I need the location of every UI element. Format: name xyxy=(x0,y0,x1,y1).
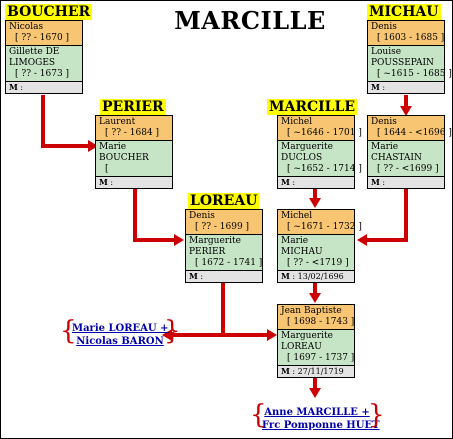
family-label-boucher: BOUCHER xyxy=(5,4,93,20)
page-title: MARCILLE xyxy=(174,6,326,35)
brace-open-bottom: { xyxy=(250,400,267,430)
wife-box: Marie MICHAU [ ?? - <1719 ] xyxy=(278,234,354,270)
family-label-perier: PERIER xyxy=(100,99,166,115)
wife-dates: [ ?? - <1699 ] xyxy=(377,164,439,174)
wife-dates: [ ~1652 - 1714 ] xyxy=(287,164,362,174)
arrow-main-top xyxy=(309,293,321,303)
husband-box: Michel [ ~1671 - 1732 ] xyxy=(278,210,362,234)
wife-name: Marguerite LOREAU xyxy=(281,331,333,352)
arrow-perier xyxy=(88,140,98,152)
wife-dates: [ ~1615 - 1685 ] xyxy=(377,69,452,79)
family-card-marcille-gp[interactable]: Michel [ ~1646 - 1701 ] Marguerite DUCLO… xyxy=(277,115,362,189)
brace-open-left: { xyxy=(60,316,77,346)
husband-dates: [ 1698 - 1743 ] xyxy=(287,317,355,327)
marriage-box: M : xyxy=(186,270,262,282)
marriage-box: M : xyxy=(96,176,172,188)
husband-name: Denis xyxy=(371,117,397,127)
wife-box: Gillette DE LIMOGES [ ?? - 1673 ] xyxy=(6,45,82,81)
husband-name: Michel xyxy=(281,117,313,127)
wife-name: Marguerite PERIER xyxy=(189,236,241,257)
husband-dates: [ ?? - 1699 ] xyxy=(195,222,250,232)
link-perier-loreau xyxy=(133,188,176,242)
family-card-marcille-p[interactable]: Michel [ ~1671 - 1732 ] Marie MICHAU [ ?… xyxy=(277,209,362,283)
husband-dates: [ ?? - 1684 ] xyxy=(105,128,160,138)
husband-box: Michel [ ~1646 - 1701 ] xyxy=(278,116,362,140)
arrow-main-bottom xyxy=(309,388,321,398)
wife-name: Louise POUSSEPAIN xyxy=(371,47,434,68)
arrow-loreau xyxy=(174,234,184,246)
wife-name: Gillette DE LIMOGES xyxy=(9,47,60,68)
husband-box: Denis [ 1644 - <1696 ] xyxy=(368,116,452,140)
wife-box: Marguerite PERIER [ 1672 - 1741 ] xyxy=(186,234,262,270)
wife-dates: [ 1697 - 1737 ] xyxy=(287,353,355,363)
husband-dates: [ ~1671 - 1732 ] xyxy=(287,222,362,232)
husband-name: Laurent xyxy=(99,117,136,127)
marriage-box: M : xyxy=(368,81,444,93)
link-michau2-marcillep xyxy=(365,188,408,242)
husband-box: Jean Baptiste [ 1698 - 1743 ] xyxy=(278,305,354,329)
husband-dates: [ 1603 - 1685 ] xyxy=(377,33,445,43)
wife-name: Marguerite DUCLOS xyxy=(281,142,333,163)
family-label-michau: MICHAU xyxy=(367,4,441,20)
wife-name: Marie CHASTAIN xyxy=(371,142,422,163)
offspring-link-bottom[interactable]: Anne MARCILLE + Frc Pomponne HUET xyxy=(262,406,380,432)
arrow-michau2 xyxy=(400,106,412,116)
wife-dates: [ ?? - 1673 ] xyxy=(15,69,70,79)
husband-dates: [ 1644 - <1696 ] xyxy=(377,128,452,138)
husband-name: Jean Baptiste xyxy=(281,306,342,316)
marriage-box: M : xyxy=(6,81,82,93)
husband-dates: [ ?? - 1670 ] xyxy=(15,33,70,43)
husband-name: Michel xyxy=(281,211,313,221)
family-label-marcille: MARCILLE xyxy=(267,99,358,115)
family-label-loreau: LOREAU xyxy=(188,193,260,209)
family-card-loreau[interactable]: Denis [ ?? - 1699 ] Marguerite PERIER [ … xyxy=(185,209,263,283)
arrow-main-right xyxy=(267,329,277,341)
offspring-line1: Anne MARCILLE + xyxy=(264,407,370,418)
brace-close-left: } xyxy=(164,316,181,346)
husband-name: Denis xyxy=(371,22,397,32)
wife-box: Marguerite LOREAU [ 1697 - 1737 ] xyxy=(278,329,354,365)
family-card-michau2[interactable]: Denis [ 1644 - <1696 ] Marie CHASTAIN [ … xyxy=(367,115,452,189)
marriage-box: M : 27/11/1719 xyxy=(278,365,354,377)
offspring-link-left[interactable]: Marie LOREAU + Nicolas BARON xyxy=(72,322,168,348)
family-card-perier[interactable]: Laurent [ ?? - 1684 ] Marie BOUCHER [ M … xyxy=(95,115,173,189)
family-card-michau[interactable]: Denis [ 1603 - 1685 ] Louise POUSSEPAIN … xyxy=(367,20,452,94)
family-card-boucher[interactable]: Nicolas [ ?? - 1670 ] Gillette DE LIMOGE… xyxy=(5,20,83,94)
marriage-box: M : xyxy=(368,176,444,188)
brace-close-bottom: } xyxy=(368,400,385,430)
husband-box: Denis [ 1603 - 1685 ] xyxy=(368,21,444,45)
husband-name: Nicolas xyxy=(9,22,44,32)
wife-name: Marie BOUCHER xyxy=(99,142,149,163)
husband-dates: [ ~1646 - 1701 ] xyxy=(287,128,362,138)
arrow-offspring-left xyxy=(162,329,172,341)
wife-dates: [ 1672 - 1741 ] xyxy=(195,258,263,268)
offspring-line1: Marie LOREAU + xyxy=(72,323,169,334)
husband-box: Denis [ ?? - 1699 ] xyxy=(186,210,262,234)
husband-name: Denis xyxy=(189,211,215,221)
family-card-marcille-main[interactable]: Jean Baptiste [ 1698 - 1743 ] Marguerite… xyxy=(277,304,355,378)
wife-dates: [ xyxy=(105,164,109,174)
link-boucher-perier xyxy=(41,95,90,148)
wife-dates: [ ?? - <1719 ] xyxy=(287,258,349,268)
wife-box: Marie BOUCHER [ xyxy=(96,140,172,176)
offspring-line2: Nicolas BARON xyxy=(76,336,164,347)
offspring-line2: Frc Pomponne HUET xyxy=(262,420,380,431)
husband-box: Nicolas [ ?? - 1670 ] xyxy=(6,21,82,45)
marriage-box: M : xyxy=(278,176,354,188)
husband-box: Laurent [ ?? - 1684 ] xyxy=(96,116,172,140)
wife-name: Marie MICHAU xyxy=(281,236,323,257)
arrow-marcillep-right xyxy=(357,234,367,246)
wife-box: Marie CHASTAIN [ ?? - <1699 ] xyxy=(368,140,444,176)
wife-box: Marguerite DUCLOS [ ~1652 - 1714 ] xyxy=(278,140,362,176)
arrow-marcillep-left xyxy=(309,198,321,208)
marriage-box: M : 13/02/1696 xyxy=(278,270,354,282)
wife-box: Louise POUSSEPAIN [ ~1615 - 1685 ] xyxy=(368,45,452,81)
